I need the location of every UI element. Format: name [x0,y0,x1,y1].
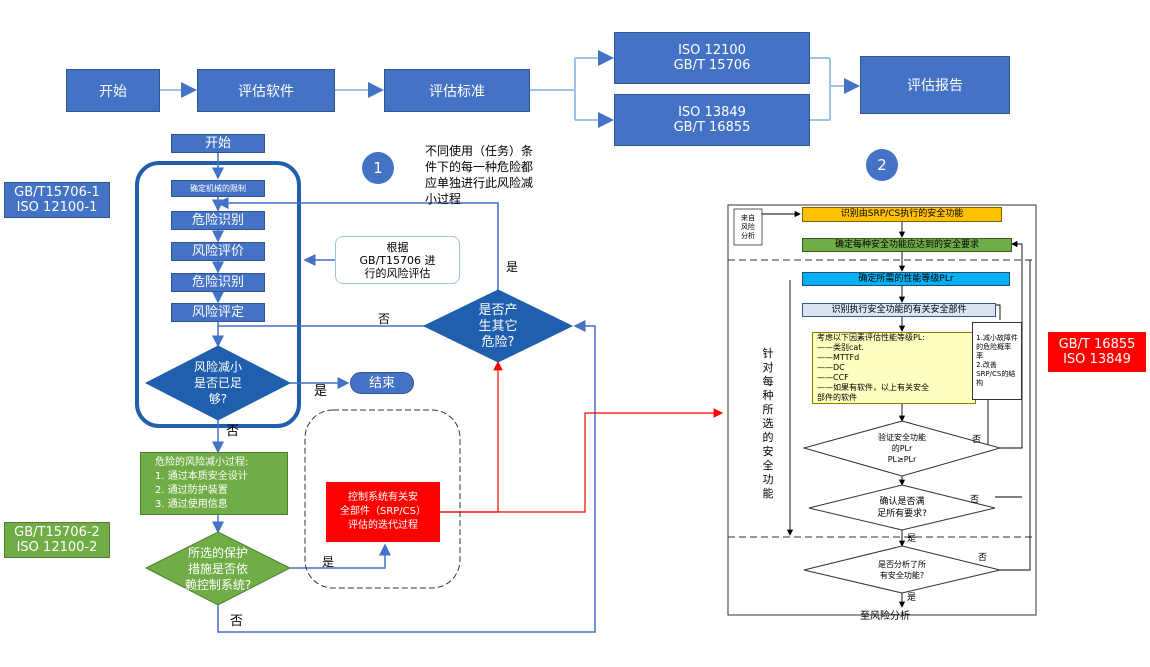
iso13849-label: ISO 13849 GB/T 16855 [673,105,751,135]
assess-standard-label: 评估标准 [429,83,485,100]
step1-label: 识别由SRP/CS执行的安全功能 [840,209,964,219]
circle-2-label: 2 [877,156,887,174]
yes-label-2: 是 [322,555,335,569]
reduce-process-box: 危险的风险减小过程: 1. 通过本质安全设计 2. 通过防护装置 3. 通过使用… [140,452,288,515]
step2-label: 确定每种安全功能应达到的安全要求 [834,239,979,250]
iso13849-box: ISO 13849 GB/T 16855 [614,94,810,146]
gb15706-1-badge: GB/T15706-1 ISO 12100-1 [4,182,110,218]
report-box: 评估报告 [860,56,1010,114]
step3-label: 确定所需的性能等级PLr [858,273,954,284]
side-note-label: 1.减小故障件 的危险概率 率 2.改善 SRP/CS的结 构 [976,334,1018,387]
note-text: 不同使用（任务）条 件下的每一种危险都 应单独进行此风险减 小过程 [425,144,534,206]
measure-diamond: 所选的保护 措施是否依 赖控制系统? [162,545,274,593]
end-box: 结束 [350,372,414,394]
gb15706-1-label: GB/T15706-1 ISO 12100-1 [14,185,100,215]
yes-a-label: 是 [907,534,917,544]
measure-label: 所选的保护 措施是否依 赖控制系统? [184,546,252,592]
iso12100-box: ISO 12100 GB/T 15706 [614,32,810,84]
risk-eval-label: 风险评价 [191,244,244,259]
risk-enough-diamond: 风险减小 是否已足 够? [160,358,276,408]
yes-label-3: 是 [506,260,519,274]
hazard-id-label-1: 危险识别 [191,213,244,228]
assess-software-box: 评估软件 [197,69,335,112]
other-hazard-diamond: 是否产 生其它 危险? [450,303,546,350]
yes-b-label: 是 [907,593,917,603]
reduce-process-label: 危险的风险减小过程: 1. 通过本质安全设计 2. 通过防护装置 3. 通过使用… [155,456,249,510]
determine-limits-label: 确定机械的限制 [190,184,246,193]
risk-judge-box: 风险评定 [171,303,265,322]
gb15706-2-badge: GB/T15706-2 ISO 12100-2 [4,522,110,558]
to-risk-label: 至风险分析 [860,611,910,622]
determine-limits-box: 确定机械的限制 [171,180,265,197]
hazard-id-box-1: 危险识别 [171,211,265,230]
top-start-label: 开始 [99,83,127,100]
iso12100-label: ISO 12100 GB/T 15706 [673,43,751,73]
no-label-3: 否 [378,312,391,326]
left-start-box: 开始 [171,134,265,153]
assess-standard-box: 评估标准 [384,69,530,112]
yes-label-1: 是 [314,384,328,399]
from-risk-label: 来自 风险 分析 [741,213,755,240]
top-start-box: 开始 [66,69,160,112]
d3-no-label: 否 [978,553,988,563]
d2-no-label: 否 [970,495,980,505]
srp-box: 控制系统有关安 全部件（SRP/CS） 评估的迭代过程 [326,482,440,542]
step5-label: 考虑以下因素评估性能等级PL: ——类别cat. ——MTTFd ——DC ——… [817,333,929,402]
step5-box: 考虑以下因素评估性能等级PL: ——类别cat. ——MTTFd ——DC ——… [812,332,976,404]
circle-1: 1 [362,152,394,184]
gb16855-badge: GB/T 16855 ISO 13849 [1048,332,1146,372]
no-label-2: 否 [230,614,244,629]
risk-judge-label: 风险评定 [191,305,244,320]
hazard-id-label-2: 危险识别 [191,275,244,290]
risk-eval-box: 风险评价 [171,242,265,261]
srp-label: 控制系统有关安 全部件（SRP/CS） 评估的迭代过程 [339,492,427,531]
step4-box: 识别执行安全功能的有关安全部件 [802,303,996,317]
gb15706-2-label: GB/T15706-2 ISO 12100-2 [14,525,100,555]
step2-box: 确定每种安全功能应达到的安全要求 [802,238,1012,252]
report-label: 评估报告 [907,78,963,94]
step1-box: 识别由SRP/CS执行的安全功能 [802,207,1002,222]
left-start-label: 开始 [204,136,231,151]
circle-2: 2 [866,149,898,181]
circle-1-label: 1 [373,159,383,177]
risk-enough-label: 风险减小 是否已足 够? [193,360,242,406]
according-label: 根据 GB/T15706 进 行的风险评估 [359,240,436,280]
step3-box: 确定所需的性能等级PLr [802,272,1010,286]
d1-text: 验证安全功能 的PLr PL≥PLr [878,432,926,464]
gb16855-label: GB/T 16855 ISO 13849 [1058,337,1136,367]
d2-text: 确认是否满 足所有要求? [877,497,927,519]
d1-no-label: 否 [972,435,982,445]
end-label: 结束 [368,375,395,391]
hazard-id-box-2: 危险识别 [171,273,265,292]
according-box: 根据 GB/T15706 进 行的风险评估 [335,236,460,284]
other-hazard-label: 是否产 生其它 危险? [478,303,518,350]
d3-text: 是否分析了所 有安全功能? [878,560,926,580]
assess-software-label: 评估软件 [238,83,294,100]
no-label-1: 否 [226,424,240,439]
side-note-box: 1.减小故障件 的危险概率 率 2.改善 SRP/CS的结 构 [972,322,1022,400]
vertical-text: 针 对 每 种 所 选 的 安 全 功 能 [762,347,774,500]
step4-label: 识别执行安全功能的有关安全部件 [831,304,967,315]
